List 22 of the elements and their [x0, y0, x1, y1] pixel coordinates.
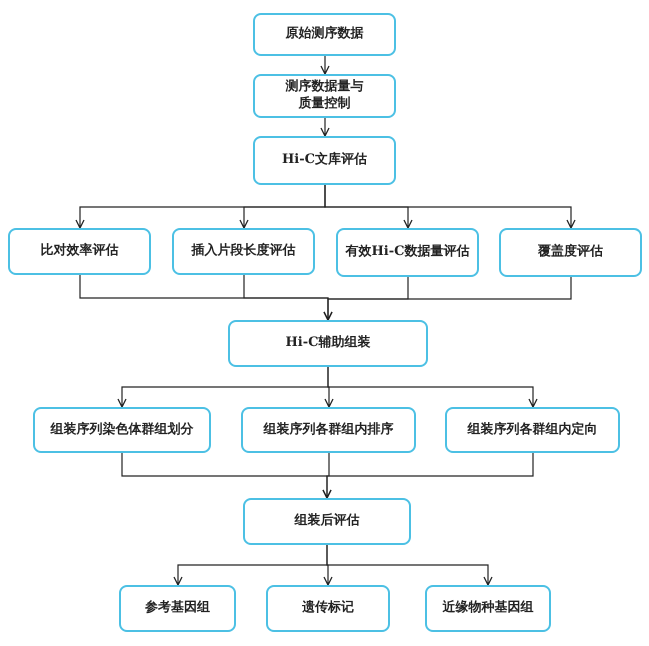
arrow	[323, 277, 572, 321]
process-box: Hi-C辅助组装	[228, 320, 428, 367]
arrow	[327, 367, 538, 408]
process-box: 参考基因组	[119, 585, 236, 632]
process-box: 有效Hi-C数据量评估	[336, 228, 479, 277]
process-box: Hi-C文库评估	[253, 136, 396, 185]
process-box: 组装序列染色体群组划分	[33, 407, 211, 453]
process-box: 遗传标记	[266, 585, 390, 632]
arrow	[324, 185, 576, 229]
process-box: 近缘物种基因组	[425, 585, 551, 632]
arrow	[320, 56, 330, 75]
process-box: 比对效率评估	[8, 228, 151, 275]
process-box: 测序数据量与质量控制	[253, 74, 396, 118]
arrow	[322, 453, 534, 499]
process-box: 原始测序数据	[253, 13, 396, 56]
arrow	[320, 118, 330, 137]
process-box: 组装序列各群组内定向	[445, 407, 620, 453]
process-box: 插入片段长度评估	[172, 228, 315, 275]
arrow	[326, 545, 493, 586]
process-box: 覆盖度评估	[499, 228, 642, 277]
process-box: 组装后评估	[243, 498, 411, 545]
process-box: 组装序列各群组内排序	[241, 407, 416, 453]
